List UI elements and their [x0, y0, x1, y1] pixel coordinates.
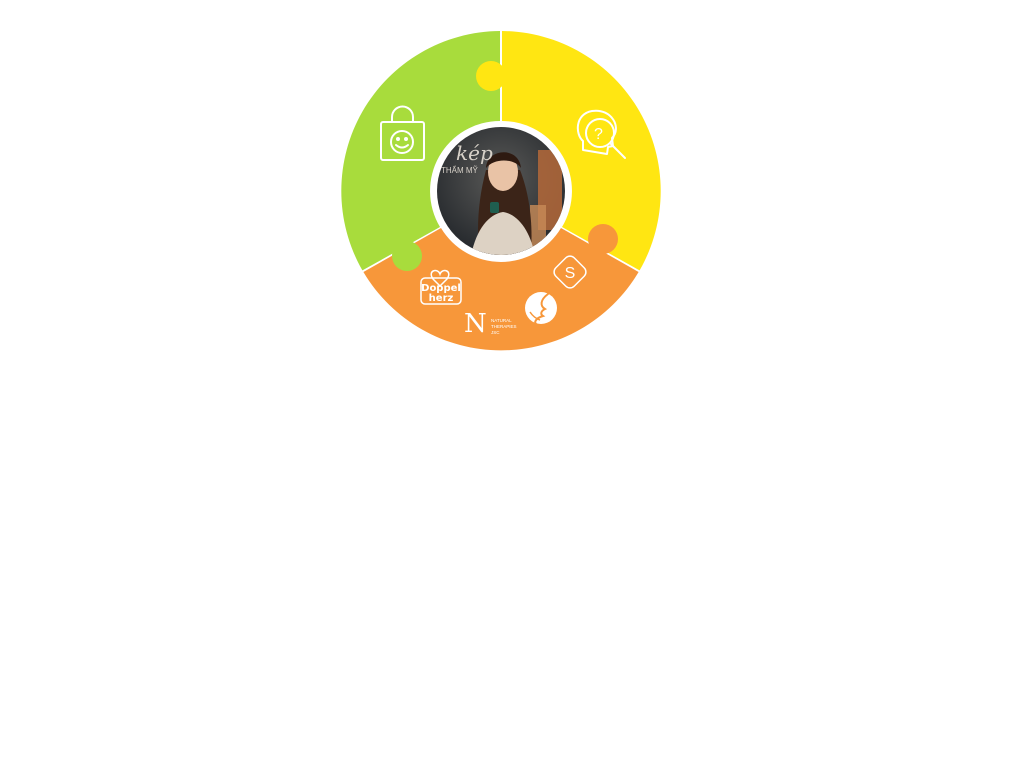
doppelherz-line1: Doppel [421, 283, 461, 294]
photo-sign-word: kép [456, 141, 493, 165]
head-question-search-icon: ? [576, 109, 626, 159]
natural-therapies-logo: N NATURAL THERAPIES JSC [464, 309, 517, 339]
puzzle-knob-orange [588, 224, 618, 254]
natural-line2: THERAPIES [491, 324, 517, 329]
s-badge-logo: S [553, 255, 587, 289]
segment-green [341, 31, 500, 271]
photo-sign-caption: THẨM MỸ [441, 166, 479, 175]
puzzle-knob-yellow [476, 61, 506, 91]
natural-mark: N [464, 309, 487, 339]
natural-line3: JSC [491, 330, 500, 335]
face-profile-logo [525, 292, 557, 325]
doppelherz-line2: herz [429, 293, 454, 304]
natural-line1: NATURAL [491, 318, 512, 323]
segment-yellow [502, 31, 661, 271]
puzzle-knob-green [392, 241, 422, 271]
svg-text:?: ? [594, 126, 603, 143]
doppelherz-logo: Doppel herz [420, 269, 462, 305]
center-portrait: kép THẨM MỸ [433, 123, 569, 259]
shopping-bag-smile-icon [380, 105, 425, 161]
s-badge-letter: S [565, 265, 576, 282]
segment-orange [363, 228, 639, 351]
